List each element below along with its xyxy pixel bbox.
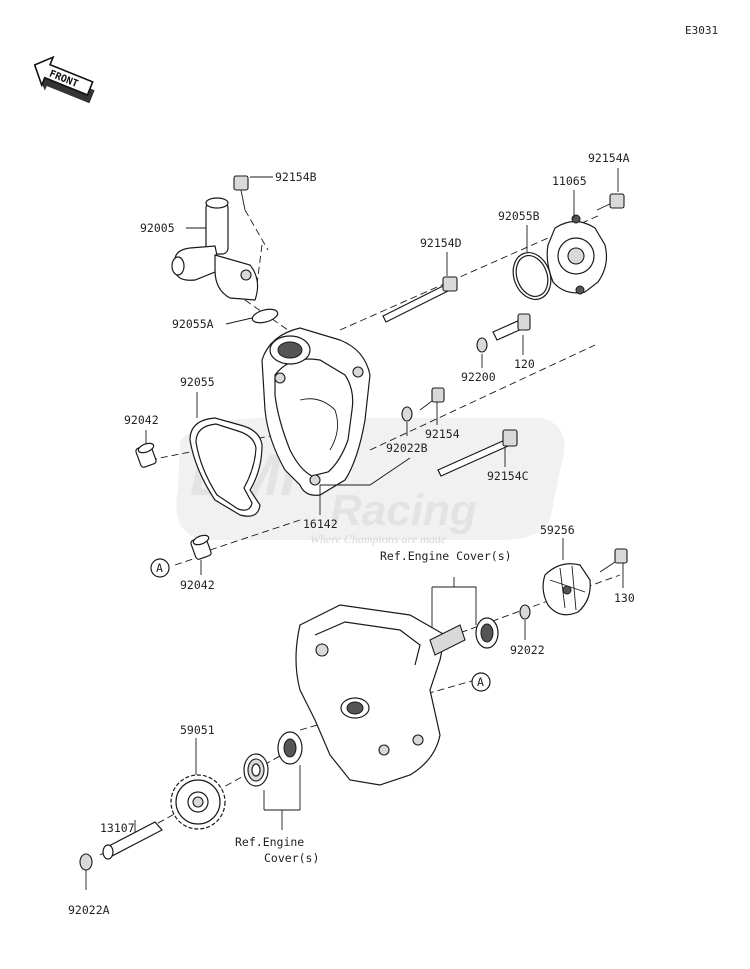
label-92055B: 92055B bbox=[498, 209, 540, 223]
bolt-92154D bbox=[382, 276, 458, 323]
washer-92200 bbox=[476, 337, 488, 353]
diagram-code: E3031 bbox=[685, 24, 718, 37]
label-92200: 92200 bbox=[461, 370, 496, 384]
label-92055: 92055 bbox=[180, 375, 215, 389]
watermark-brand-bottom: Racing bbox=[330, 486, 477, 535]
shaft-13107 bbox=[102, 821, 163, 860]
front-arrow-icon: FRONT bbox=[33, 55, 95, 104]
label-130: 130 bbox=[614, 591, 635, 605]
bolt-92154A bbox=[596, 193, 625, 211]
label-120: 120 bbox=[514, 357, 535, 371]
gear-59051 bbox=[170, 774, 226, 830]
label-92154: 92154 bbox=[425, 427, 460, 441]
bolt-120 bbox=[492, 313, 531, 341]
dowel-92042-bottom bbox=[190, 534, 212, 560]
label-92042-top: 92042 bbox=[124, 413, 159, 427]
label-92055A: 92055A bbox=[172, 317, 214, 331]
label-59051: 59051 bbox=[180, 723, 215, 737]
seal-ref-bottom bbox=[277, 731, 303, 765]
watermark-tagline: Where Champions are made bbox=[310, 532, 447, 546]
label-92042-bottom: 92042 bbox=[180, 578, 215, 592]
callout-a-lower: A bbox=[471, 672, 491, 692]
dowel-92042-top bbox=[135, 442, 157, 468]
impeller-59256 bbox=[542, 563, 591, 616]
label-92154B: 92154B bbox=[275, 170, 317, 184]
callout-a-upper: A bbox=[150, 558, 170, 578]
bolt-130 bbox=[599, 548, 628, 573]
label-59256: 59256 bbox=[540, 523, 575, 537]
fitting-92005 bbox=[171, 197, 259, 301]
svg-text:A: A bbox=[156, 561, 163, 575]
svg-text:A: A bbox=[477, 675, 484, 689]
label-92005: 92005 bbox=[140, 221, 175, 235]
housing-16142 bbox=[261, 327, 371, 496]
engine-cover bbox=[295, 604, 466, 786]
label-16142: 16142 bbox=[303, 517, 338, 531]
bolt-92154 bbox=[419, 387, 445, 411]
cover-11065 bbox=[546, 214, 608, 295]
ref-engine-cover-top: Ref.Engine Cover(s) bbox=[380, 549, 512, 563]
ref-engine-cover-bottom-line2: Cover(s) bbox=[264, 851, 319, 865]
seal-ref-top bbox=[475, 617, 499, 649]
label-11065: 11065 bbox=[552, 174, 587, 188]
label-92154A: 92154A bbox=[588, 151, 630, 165]
leader-lines bbox=[85, 168, 624, 890]
ref-engine-cover-bottom-line1: Ref.Engine bbox=[235, 835, 304, 849]
label-92022A: 92022A bbox=[68, 903, 110, 917]
bolt-92154C bbox=[437, 429, 518, 477]
washer-92022 bbox=[519, 604, 531, 620]
bearing-ref-bottom bbox=[243, 753, 269, 787]
bolt-92154B bbox=[233, 175, 269, 251]
label-92022: 92022 bbox=[510, 643, 545, 657]
label-92154D: 92154D bbox=[420, 236, 462, 250]
label-92154C: 92154C bbox=[487, 469, 529, 483]
washer-92022A bbox=[79, 853, 93, 871]
washer-92022B bbox=[401, 406, 413, 422]
label-13107: 13107 bbox=[100, 821, 135, 835]
oring-92055A bbox=[251, 308, 279, 324]
label-92022B: 92022B bbox=[386, 441, 428, 455]
